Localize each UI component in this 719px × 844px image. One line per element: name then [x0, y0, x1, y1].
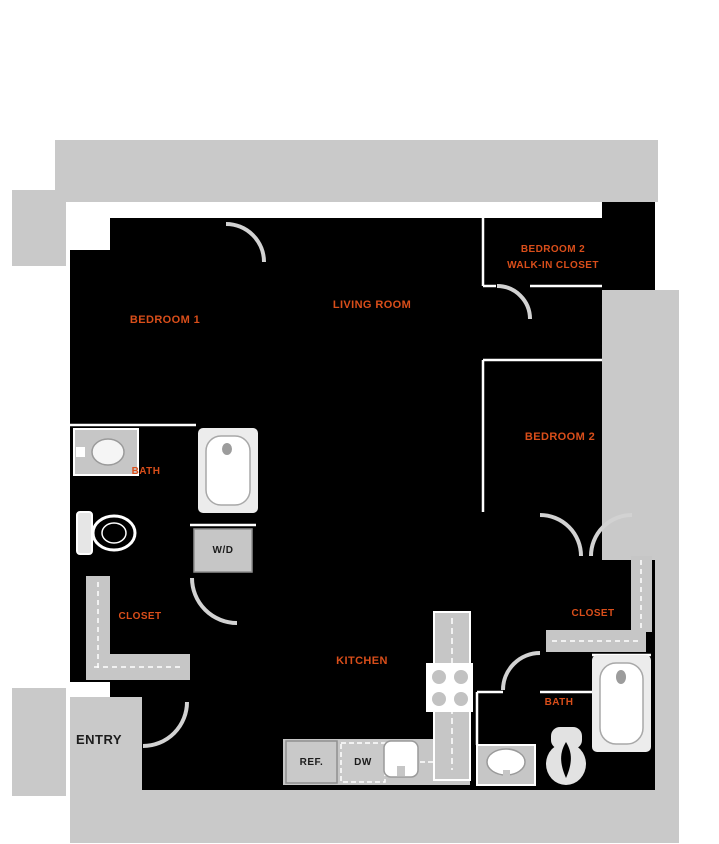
surround-left-lower-block	[12, 688, 66, 796]
dishwasher-box	[340, 742, 386, 783]
door-arc-closet1	[190, 577, 238, 625]
unit-main-area	[110, 218, 602, 790]
toilet-icon	[546, 727, 586, 785]
unit-top-right-closet-area	[602, 202, 655, 290]
label-closet-1: CLOSET	[118, 611, 162, 622]
surround-bottom-band	[70, 788, 679, 843]
refrigerator-box	[285, 740, 338, 784]
door-swing-arcs	[142, 222, 633, 748]
closet-shelf	[546, 556, 652, 652]
door-arc-closet2-right	[589, 513, 633, 557]
label-living-room: LIVING ROOM	[332, 299, 412, 311]
label-walk-in-closet: BEDROOM 2 WALK-IN CLOSET	[507, 242, 599, 274]
label-closet-2: CLOSET	[571, 608, 615, 619]
door-arc-walkin-closet	[496, 284, 532, 320]
cooktop-icon	[426, 663, 473, 712]
door-arc-bath2	[501, 651, 541, 691]
entry-corridor	[70, 697, 142, 790]
washer-dryer-box	[193, 528, 253, 573]
label-bedroom-2: BEDROOM 2	[524, 431, 596, 443]
label-washer-dryer: W/D	[212, 545, 234, 556]
label-bedroom-1: BEDROOM 1	[129, 314, 201, 326]
label-dishwasher: DW	[354, 757, 372, 768]
door-arc-bedroom1	[225, 222, 266, 263]
label-bath-1: BATH	[131, 466, 161, 477]
surround-left-upper-block	[12, 190, 66, 266]
kitchen-sink-icon	[383, 740, 419, 778]
surround-top-band	[55, 140, 658, 202]
label-kitchen: KITCHEN	[336, 655, 388, 667]
toilet-icon	[76, 511, 137, 555]
sink-icon	[476, 744, 536, 786]
label-walk-in-closet-line1: BEDROOM 2	[520, 244, 586, 255]
label-entry: ENTRY	[76, 732, 123, 747]
label-bath-2: BATH	[544, 697, 574, 708]
label-walk-in-closet-line2: WALK-IN CLOSET	[507, 260, 599, 271]
door-arc-closet2-left	[539, 513, 583, 557]
label-refrigerator: REF.	[299, 756, 324, 768]
closet-shelf	[86, 576, 190, 680]
bathtub-icon	[592, 655, 651, 752]
bathtub-icon	[198, 428, 258, 513]
door-arc-entry	[142, 701, 189, 748]
sink-icon	[73, 428, 139, 476]
